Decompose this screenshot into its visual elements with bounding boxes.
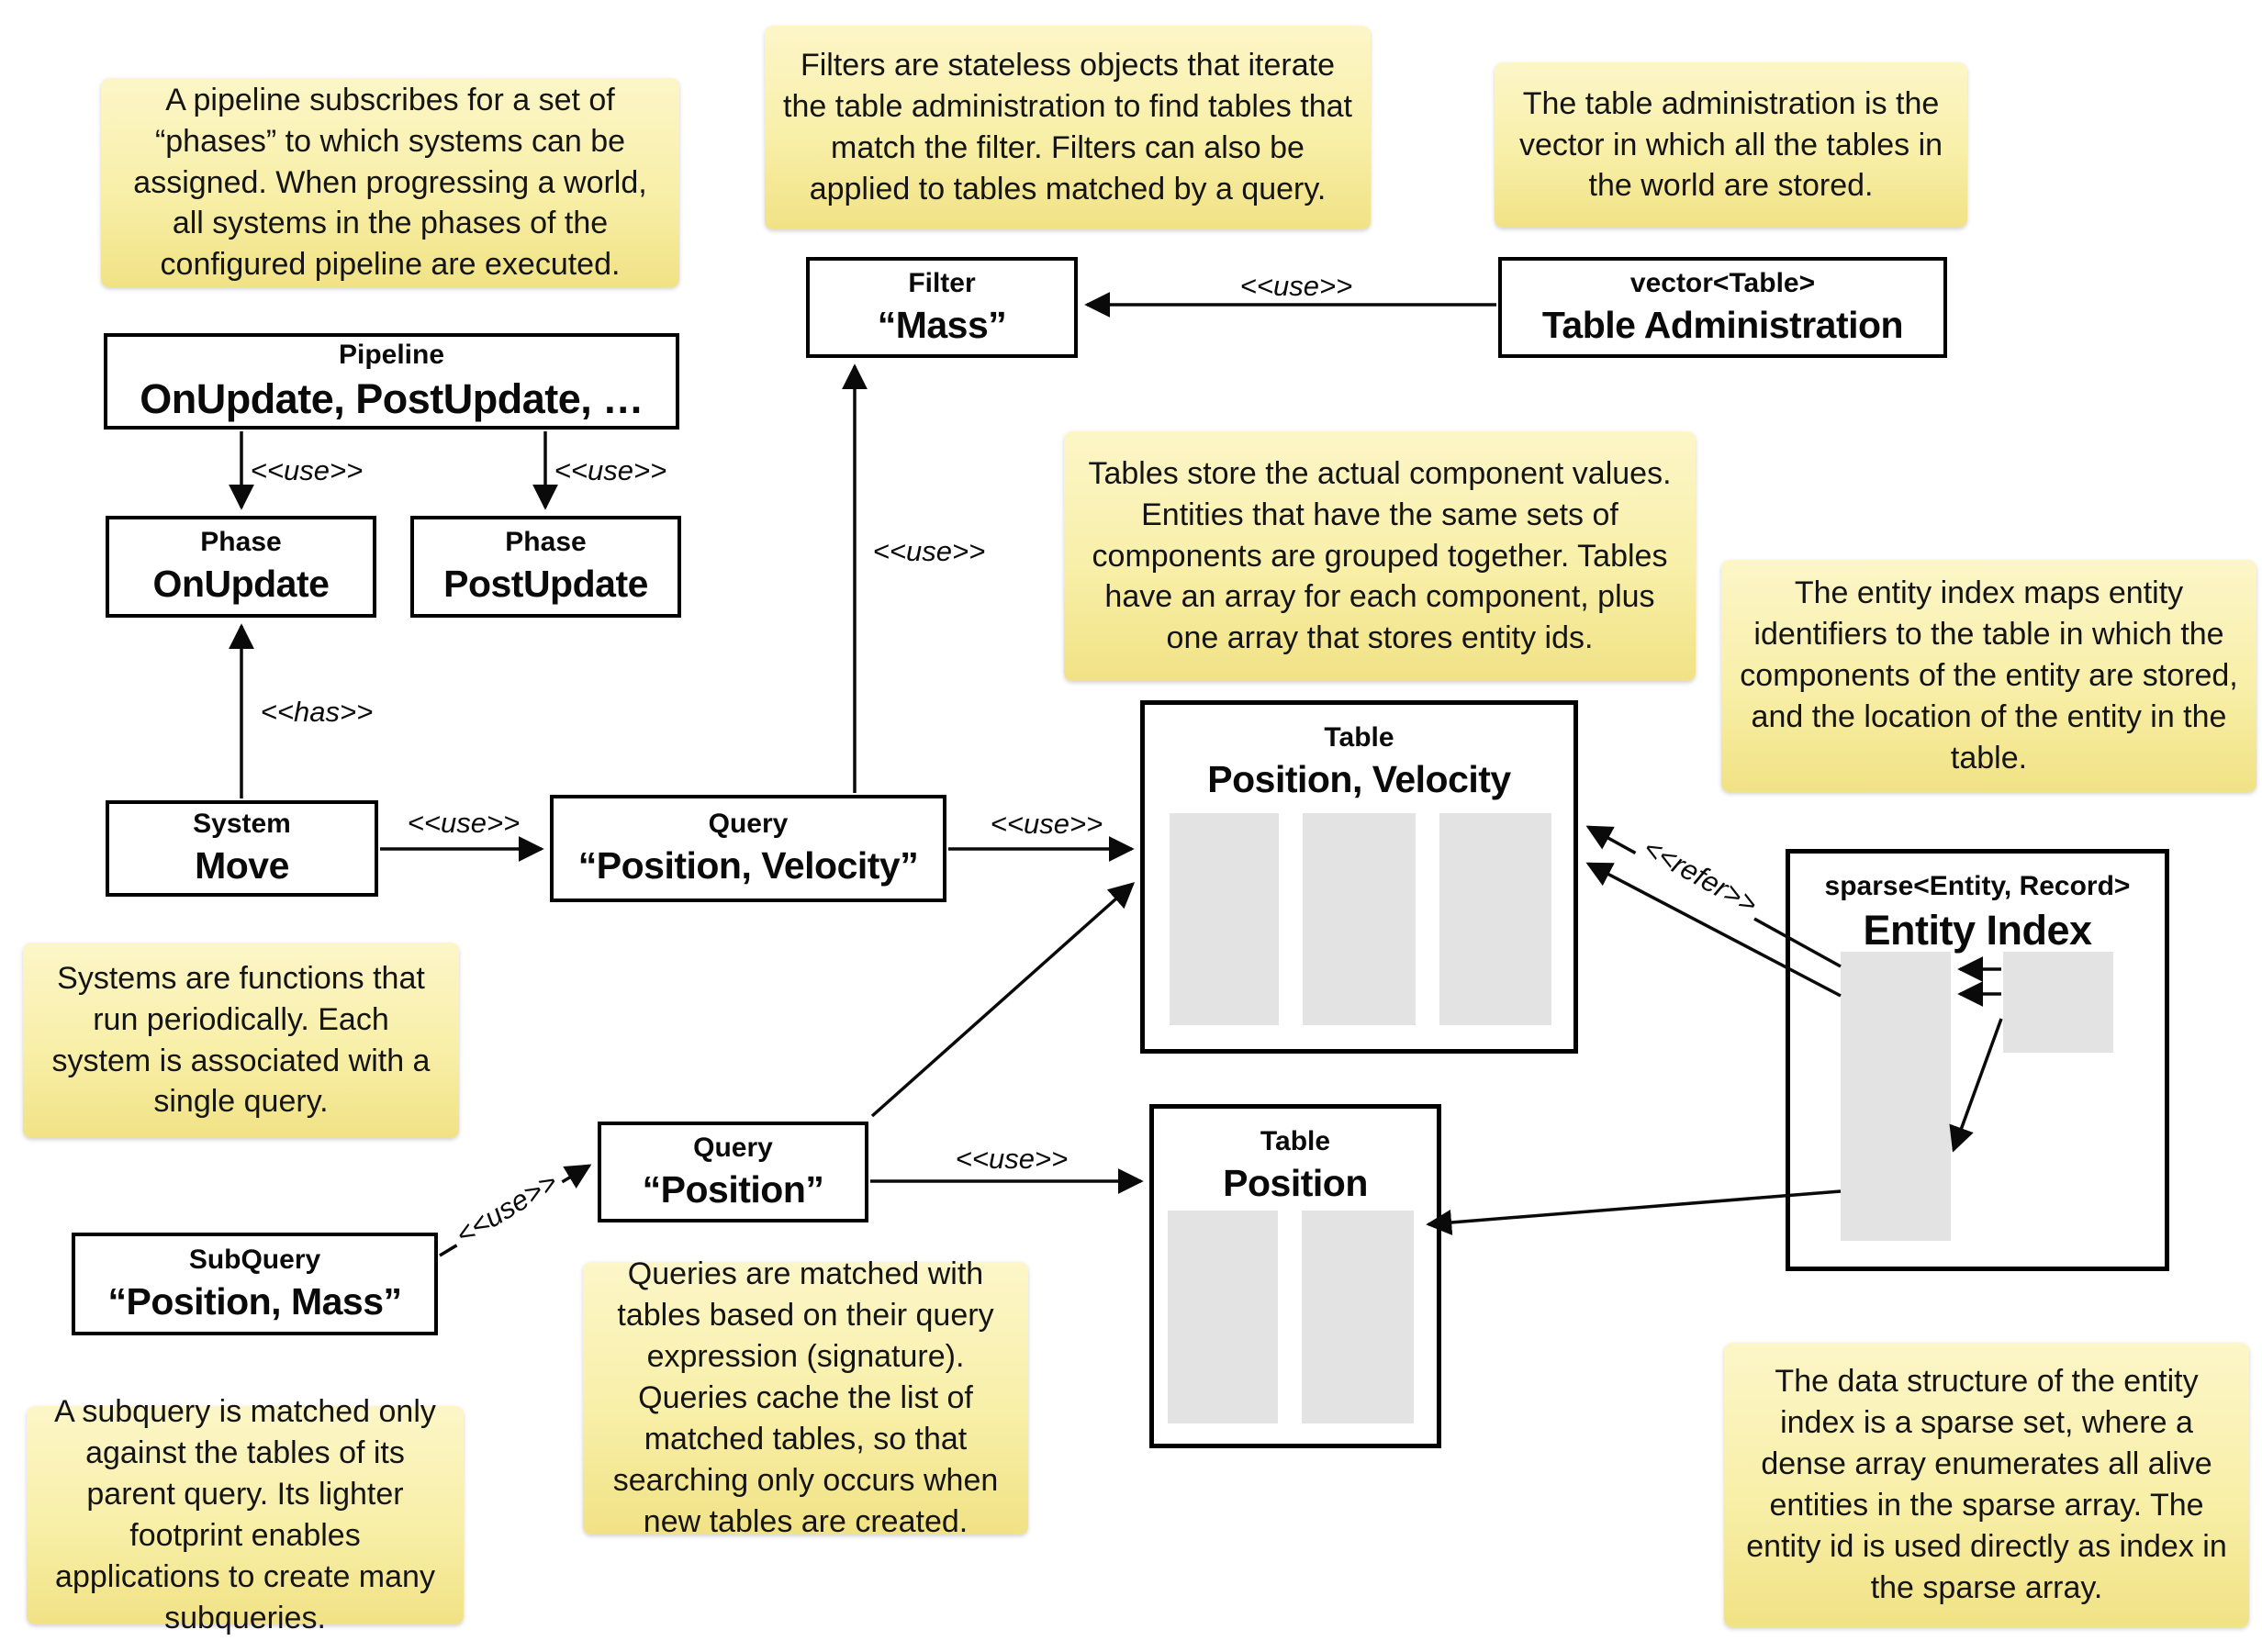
box-name: Position [1223,1162,1368,1204]
sticky-note-systems: Systems are functions that run periodica… [23,943,459,1138]
arrow-label-has: <<has>> [260,696,374,728]
box-stereotype: System [193,809,291,840]
box-stereotype: Pipeline [338,339,445,370]
component-array-column [1439,813,1551,1025]
box-stereotype: Filter [908,267,976,298]
uml-box-phase-postupdate: Phase PostUpdate [410,516,681,618]
box-stereotype: Phase [200,527,282,558]
sticky-note-entity-index: The entity index maps entity identifiers… [1721,560,2256,792]
box-stereotype: Query [708,809,789,840]
arrow-label-use: <<use>> [990,808,1103,840]
box-stereotype: Phase [505,527,587,558]
arrow-sparse-to-table-pos [1426,1189,1842,1235]
box-name: “Mass” [877,303,1007,346]
box-stereotype: Table [1324,722,1394,753]
component-array-column [1302,1211,1414,1423]
dense-array-block [2003,952,2113,1053]
box-name: Entity Index [1863,907,2092,954]
uml-box-pipeline: Pipeline OnUpdate, PostUpdate, … [104,333,679,430]
sticky-note-subquery: A subquery is matched only against the t… [27,1394,464,1635]
uml-box-table-administration: vector<Table> Table Administration [1498,257,1947,358]
box-name: PostUpdate [443,563,648,606]
arrow-label-use: <<use>> [445,1162,568,1256]
arrow-label-use: <<use>> [872,535,986,567]
box-stereotype: sparse<Entity, Record> [1824,871,2131,901]
box-name: “Position, Mass” [107,1279,402,1323]
uml-box-query-position: Query “Position” [598,1122,868,1222]
uml-box-system-move: System Move [106,800,378,897]
arrow-label-refer: <<refer>> [1632,829,1768,924]
sticky-note-pipeline: A pipeline subscribes for a set of “phas… [101,78,679,287]
box-name: “Position” [642,1167,824,1211]
arrow-label-use: <<use>> [554,454,667,486]
uml-box-filter-mass: Filter “Mass” [806,257,1078,358]
box-name: Table Administration [1541,303,1904,346]
arrow-label-use: <<use>> [955,1143,1069,1175]
component-array-column [1303,813,1416,1025]
uml-box-subquery-position-mass: SubQuery “Position, Mass” [72,1233,438,1335]
sticky-note-sparse-set: The data structure of the entity index i… [1724,1343,2249,1627]
box-stereotype: Query [693,1132,773,1163]
uml-box-query-position-velocity: Query “Position, Velocity” [550,795,946,902]
box-name: OnUpdate, PostUpdate, … [140,374,644,422]
box-stereotype: vector<Table> [1629,267,1816,298]
arrow-query-pos-to-table-pv [870,882,1136,1118]
sparse-array-column [1841,952,1951,1241]
arrow-label-use: <<use>> [1239,270,1353,302]
arrow-label-use: <<use>> [407,807,521,839]
box-name: “Position, Velocity” [577,844,919,887]
box-name: Position, Velocity [1207,758,1511,800]
sticky-note-filters: Filters are stateless objects that itera… [765,26,1371,229]
arrow-label-use: <<use>> [250,454,364,486]
uml-box-phase-onupdate: Phase OnUpdate [106,516,376,618]
sticky-note-table-admin: The table administration is the vector i… [1495,62,1967,228]
box-name: OnUpdate [152,563,330,606]
box-stereotype: Table [1260,1126,1331,1156]
sticky-note-queries: Queries are matched with tables based on… [583,1256,1028,1539]
sticky-note-tables: Tables store the actual component values… [1064,431,1696,681]
box-name: Move [195,844,289,887]
box-stereotype: SubQuery [188,1244,321,1275]
component-array-column [1170,813,1279,1025]
component-array-column [1168,1211,1278,1423]
